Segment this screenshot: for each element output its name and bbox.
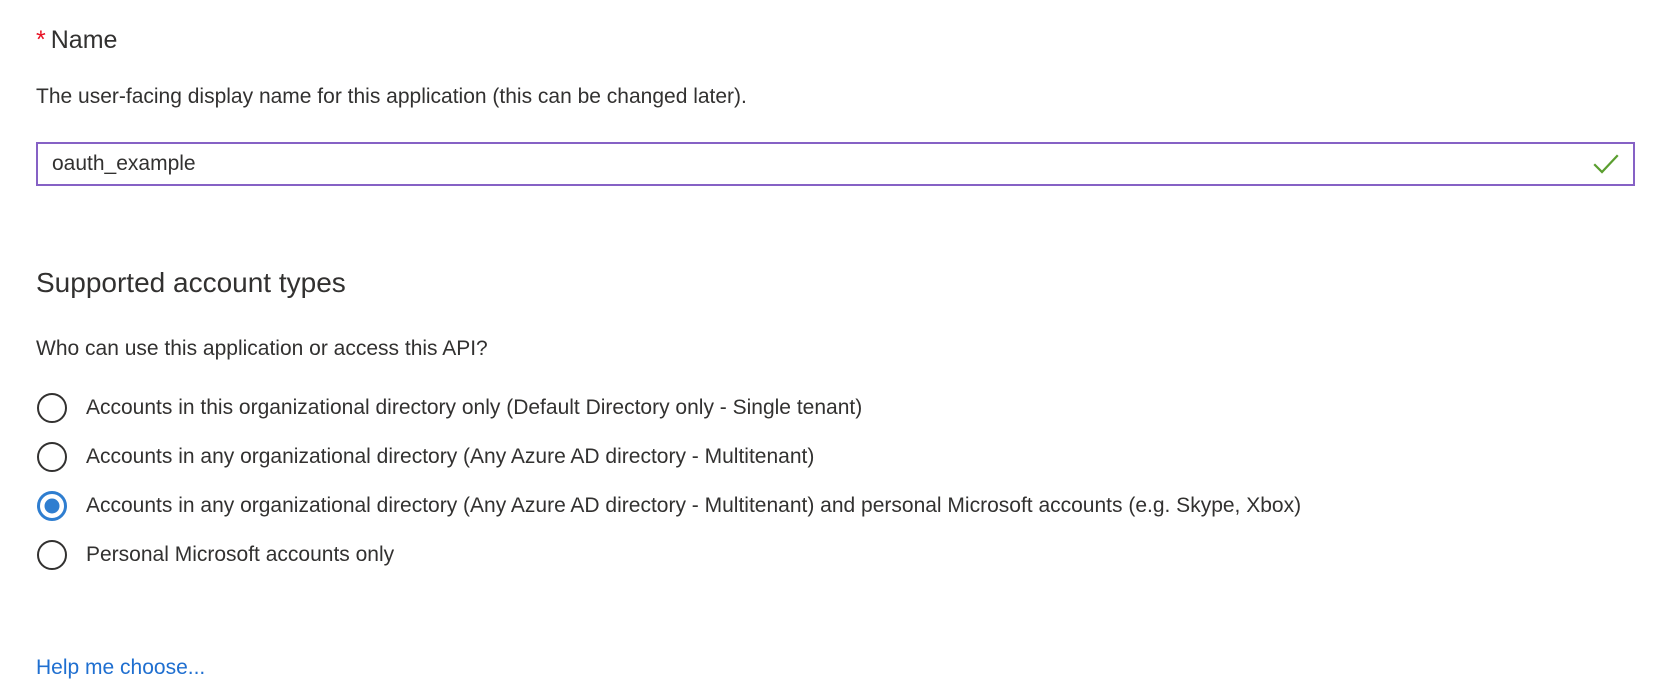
radio-option-label: Accounts in this organizational director… [86,395,863,419]
radio-option-single-tenant[interactable]: Accounts in this organizational director… [36,383,1636,432]
required-asterisk: * [36,26,46,54]
name-field-label: *Name [36,24,117,56]
account-types-radio-group: Accounts in this organizational director… [36,383,1636,579]
help-me-choose-link[interactable]: Help me choose... [36,656,206,679]
radio-option-label: Personal Microsoft accounts only [86,542,395,566]
name-field-description: The user-facing display name for this ap… [36,85,747,108]
supported-account-types-heading: Supported account types [36,267,346,298]
account-types-question: Who can use this application or access t… [36,337,488,360]
checkmark-icon [1585,144,1627,184]
name-label-text: Name [50,26,118,54]
app-registration-form: *Name The user-facing display name for t… [36,0,1638,698]
radio-option-multitenant-and-personal[interactable]: Accounts in any organizational directory… [36,481,1636,530]
radio-circle-selected-icon[interactable] [37,490,67,521]
radio-option-personal-only[interactable]: Personal Microsoft accounts only [36,530,1636,579]
radio-option-label: Accounts in any organizational directory… [86,444,815,468]
name-input-container[interactable] [36,142,1635,186]
radio-circle-icon[interactable] [37,539,67,570]
radio-circle-icon[interactable] [37,441,67,472]
radio-option-multitenant[interactable]: Accounts in any organizational directory… [36,432,1636,481]
radio-option-label: Accounts in any organizational directory… [86,493,1302,517]
radio-circle-icon[interactable] [37,392,67,423]
name-input[interactable] [38,144,1585,184]
